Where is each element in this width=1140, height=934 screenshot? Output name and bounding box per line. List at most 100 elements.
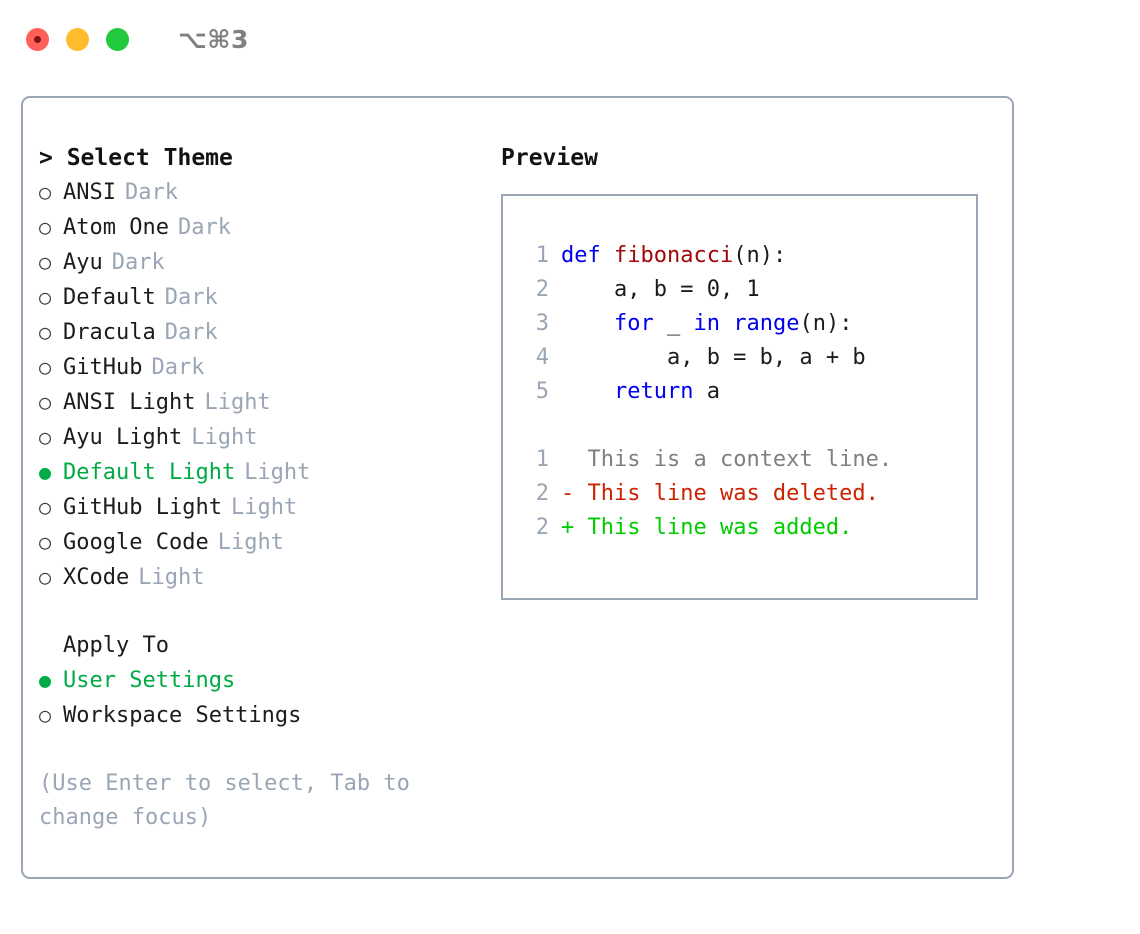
diff-line-add: 2 + This line was added.	[503, 511, 976, 545]
code-token-pl	[561, 311, 614, 336]
diff-line-text: This is a context line.	[587, 447, 893, 472]
code-line: 4 a, b = b, a + b	[503, 341, 976, 375]
code-token-pl: a, b = b, a + b	[561, 345, 866, 370]
diff-line-text: This line was added.	[587, 515, 853, 540]
select-theme-header: > Select Theme	[39, 145, 233, 171]
diff-marker	[561, 443, 588, 477]
code-line-text: for _ in range(n):	[561, 307, 852, 341]
apply-to-option-user-settings[interactable]: ● User Settings	[39, 663, 479, 698]
title-bar: ⌥⌘3	[0, 0, 1140, 78]
radio-unselected-icon: ○	[39, 390, 52, 414]
diff-sample: 1 This is a context line. 2- This line wa…	[503, 443, 976, 545]
code-line: 5 return a	[503, 375, 976, 409]
code-token-kw: def	[561, 243, 614, 268]
code-token-pl: a	[693, 379, 720, 404]
theme-option-ansi[interactable]: ○ ANSI Dark	[39, 175, 479, 210]
apply-to-option-label: User Settings	[63, 668, 236, 693]
code-token-pl: a, b = 0, 1	[561, 277, 760, 302]
code-token-pl	[561, 379, 614, 404]
radio-unselected-icon: ○	[39, 565, 52, 589]
apply-to-option-label: Workspace Settings	[63, 703, 302, 728]
apply-to-header: Apply To	[63, 633, 169, 658]
theme-option-github-light[interactable]: ○ GitHub Light Light	[39, 490, 479, 525]
diff-line-text: This line was deleted.	[587, 481, 879, 506]
minimize-button-icon[interactable]	[66, 27, 89, 51]
theme-option-tag: Light	[244, 460, 311, 485]
theme-option-tag: Dark	[151, 355, 205, 380]
code-token-pl	[720, 311, 733, 336]
code-line-number: 4	[535, 345, 549, 370]
code-line-text: def fibonacci(n):	[561, 239, 786, 273]
radio-unselected-icon: ○	[39, 285, 52, 309]
theme-option-tag: Dark	[164, 320, 218, 345]
code-token-kw: in	[693, 311, 720, 336]
keyboard-hint-text: (Use Enter to select, Tab to change focu…	[39, 771, 410, 830]
theme-option-github[interactable]: ○ GitHub Dark	[39, 350, 479, 385]
theme-option-label: ANSI	[63, 180, 116, 205]
code-line-number: 3	[535, 311, 549, 336]
theme-option-tag: Dark	[111, 250, 165, 275]
maximize-button-icon[interactable]	[106, 27, 129, 51]
apply-to-option-workspace-settings[interactable]: ○ Workspace Settings	[39, 698, 479, 733]
theme-option-label: Google Code	[63, 530, 209, 555]
code-line-text: a, b = 0, 1	[561, 273, 760, 307]
code-line: 3 for _ in range(n):	[503, 307, 976, 341]
radio-unselected-icon: ○	[39, 703, 52, 727]
code-diff-separator	[503, 409, 976, 443]
theme-option-tag: Dark	[124, 180, 178, 205]
code-token-kw: return	[613, 379, 694, 404]
diff-line-ctx: 1 This is a context line.	[503, 443, 976, 477]
theme-option-tag: Light	[230, 495, 298, 520]
radio-unselected-icon: ○	[39, 530, 52, 554]
radio-unselected-icon: ○	[39, 495, 52, 519]
theme-option-label: Default Light	[63, 460, 236, 485]
theme-option-xcode[interactable]: ○ XCode Light	[39, 560, 479, 595]
theme-option-label: XCode	[63, 565, 130, 590]
theme-option-label: Default	[63, 285, 156, 310]
radio-unselected-icon: ○	[39, 425, 52, 449]
theme-option-tag: Dark	[177, 215, 231, 240]
apply-to-list[interactable]: ● User Settings ○ Workspace Settings	[39, 663, 479, 733]
radio-unselected-icon: ○	[39, 215, 52, 239]
code-line: 2 a, b = 0, 1	[503, 273, 976, 307]
radio-unselected-icon: ○	[39, 355, 52, 379]
theme-option-label: GitHub	[63, 355, 143, 380]
diff-marker: -	[561, 481, 588, 506]
code-line-text: return a	[561, 375, 720, 409]
preview-header: Preview	[501, 145, 598, 171]
theme-option-default[interactable]: ○ Default Dark	[39, 280, 479, 315]
theme-option-atom-one[interactable]: ○ Atom One Dark	[39, 210, 479, 245]
radio-unselected-icon: ○	[39, 180, 52, 204]
diff-marker: +	[561, 515, 588, 540]
code-token-kw: range	[733, 311, 800, 336]
theme-option-label: Atom One	[63, 215, 169, 240]
close-button-icon[interactable]	[26, 27, 49, 51]
theme-option-tag: Dark	[164, 285, 218, 310]
code-line: 1 def fibonacci(n):	[503, 239, 976, 273]
code-line-number: 2	[535, 277, 549, 302]
theme-option-tag: Light	[191, 425, 258, 450]
code-token-pl: (n):	[799, 311, 853, 336]
code-line-number: 1	[535, 243, 549, 268]
radio-selected-icon: ●	[39, 668, 52, 692]
theme-option-label: GitHub Light	[63, 495, 222, 520]
radio-unselected-icon: ○	[39, 320, 52, 344]
traffic-lights	[26, 27, 129, 51]
code-line-text: a, b = b, a + b	[561, 341, 866, 375]
theme-option-label: Dracula	[63, 320, 156, 345]
code-line-number: 5	[535, 379, 549, 404]
theme-option-dracula[interactable]: ○ Dracula Dark	[39, 315, 479, 350]
code-token-pl: _	[653, 311, 694, 336]
theme-option-tag: Light	[138, 565, 205, 590]
diff-line-number: 2	[535, 515, 549, 540]
